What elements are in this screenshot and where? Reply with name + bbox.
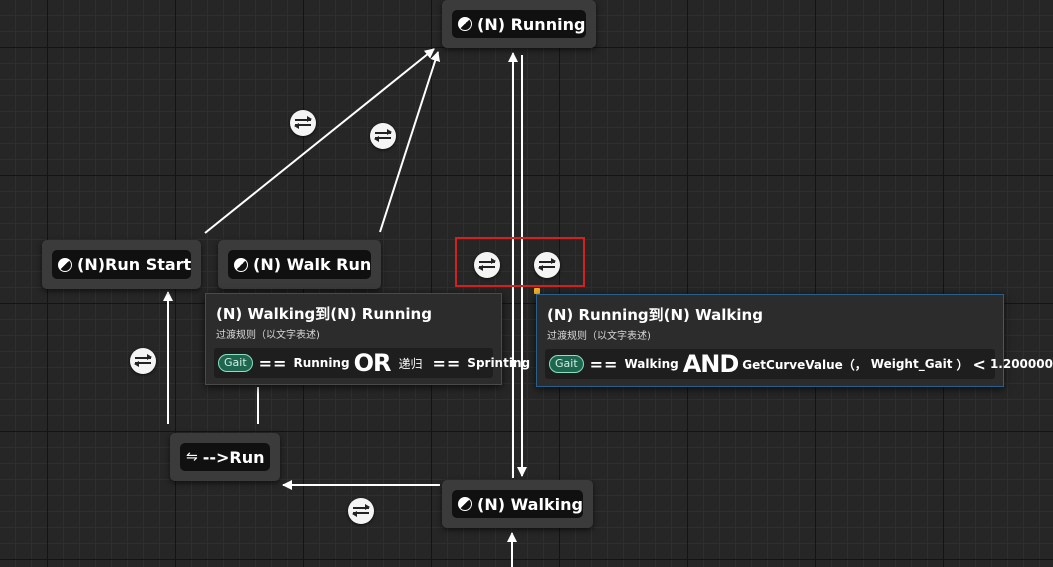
logic-operator: OR (353, 349, 392, 377)
compare-value: Sprinting (467, 356, 531, 370)
function-close: ） (956, 357, 969, 372)
less-than-operator: < (972, 354, 986, 374)
state-label: (N) Walk Run (253, 255, 372, 274)
state-label: (N) Walking (477, 494, 583, 514)
variable-pill: Gait (218, 354, 253, 372)
transition-rule-icon[interactable] (130, 348, 156, 374)
state-icon (458, 497, 472, 511)
recursive-label: 递归 (398, 356, 423, 371)
tooltip-title: (N) Walking到(N) Running (216, 305, 432, 323)
state-label: (N)Run Start (77, 255, 192, 274)
transition-rule-icon[interactable] (370, 123, 396, 149)
state-node-walk-run[interactable]: (N) Walk Run (218, 240, 381, 289)
transition-tooltip-running-to-walking: (N) Running到(N) Walking 过渡规则（以文字表述) Gait… (536, 294, 1053, 387)
transition-tooltip-walking-to-running: (N) Walking到(N) Running 过渡规则（以文字表述) Gait… (205, 293, 530, 385)
conduit-node-run[interactable]: ⇋ -->Run (170, 433, 280, 481)
function-name: GetCurveValue（， (742, 357, 867, 372)
conduit-icon: ⇋ (186, 449, 198, 465)
rule-expression: Gait == Walking AND GetCurveValue（， Weig… (545, 349, 1053, 379)
equals-operator: == (589, 354, 619, 374)
state-icon (234, 257, 248, 272)
state-node-walking[interactable]: (N) Walking (442, 480, 593, 528)
state-icon (58, 257, 72, 272)
state-icon (458, 17, 472, 31)
selection-marker (534, 288, 540, 294)
state-node-run-start[interactable]: (N)Run Start (42, 240, 201, 289)
equals-operator: == (258, 353, 288, 373)
transition-wires (163, 48, 527, 567)
compare-value: Running (293, 356, 350, 370)
conduit-label: -->Run (202, 447, 265, 467)
highlight-box (455, 237, 585, 287)
transition-rule-icon[interactable] (290, 110, 316, 136)
state-node-running[interactable]: (N) Running (442, 0, 596, 48)
state-label: (N) Running (477, 14, 586, 34)
variable-pill: Gait (549, 355, 584, 373)
wire-runstart-to-running (204, 48, 435, 234)
curve-name: Weight_Gait (870, 357, 953, 371)
transition-rule-icon[interactable] (534, 252, 560, 278)
logic-operator: AND (682, 350, 740, 378)
rule-expression: Gait == Running OR 递归 == Sprinting (214, 348, 530, 378)
threshold-value: 1.200000 (989, 357, 1053, 371)
compare-value: Walking (624, 357, 679, 371)
transition-rule-icon[interactable] (348, 498, 374, 524)
tooltip-title: (N) Running到(N) Walking (547, 306, 763, 324)
transition-rule-icon[interactable] (474, 252, 500, 278)
tooltip-subtitle: 过渡规则（以文字表述) (547, 331, 651, 342)
tooltip-subtitle: 过渡规则（以文字表述) (216, 330, 320, 341)
wire-walkrun-to-running (379, 51, 440, 233)
equals-operator: == (432, 353, 462, 373)
